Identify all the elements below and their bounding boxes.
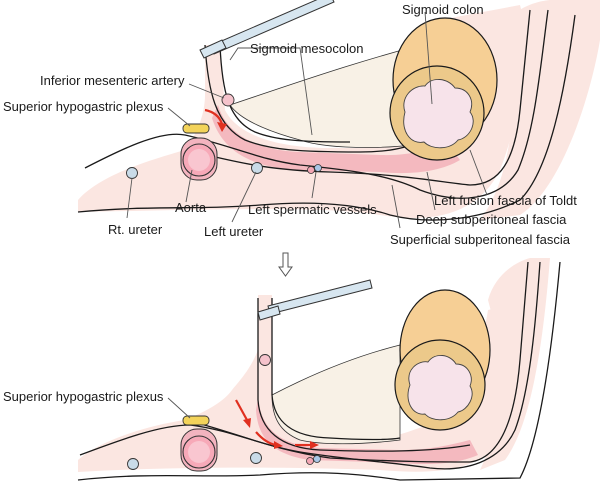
leader-ima bbox=[188, 83, 225, 99]
bottom-leader-shp bbox=[167, 397, 191, 419]
bottom-dissection-arrowhead-3 bbox=[310, 441, 319, 449]
label-sigmoid-mesocolon: Sigmoid mesocolon bbox=[250, 41, 363, 56]
leader-left-ureter bbox=[231, 171, 257, 223]
label-deep-subperitoneal-fascia: Deep subperitoneal fascia bbox=[416, 212, 567, 227]
label-left-ureter: Left ureter bbox=[204, 224, 264, 239]
label-superior-hypogastric-plexus: Superior hypogastric plexus bbox=[3, 99, 164, 114]
top-superior-hypogastric-plexus bbox=[182, 123, 210, 134]
bottom-sigmoid-mesocolon bbox=[271, 344, 401, 445]
bottom-mesentery-line-2 bbox=[271, 298, 401, 441]
transition-down-arrow-icon bbox=[278, 252, 293, 277]
bottom-dissection-arrowhead-2 bbox=[274, 441, 283, 449]
top-panel: Sigmoid colon Sigmoid mesocolon Inferior… bbox=[3, 0, 600, 247]
bottom-inferior-mesenteric-artery bbox=[259, 354, 271, 366]
bottom-panel: Superior hypogastric plexus bbox=[3, 258, 561, 481]
leader-superficial-fascia bbox=[391, 184, 401, 229]
leader-deep-fascia bbox=[426, 171, 436, 211]
top-aorta-lumen bbox=[188, 149, 210, 171]
leader-aorta bbox=[185, 169, 193, 203]
leader-spermatic bbox=[311, 171, 317, 199]
bottom-left-spermatic-artery bbox=[306, 457, 314, 465]
leader-rt-ureter bbox=[126, 177, 133, 219]
top-sigmoid-colon-lumen bbox=[403, 79, 474, 149]
label-aorta: Aorta bbox=[175, 200, 207, 215]
top-inferior-mesenteric-artery bbox=[221, 93, 235, 107]
top-dissection-arrow bbox=[204, 108, 224, 125]
bottom-label-superior-hypogastric-plexus: Superior hypogastric plexus bbox=[3, 389, 164, 404]
bottom-rt-ureter bbox=[127, 458, 139, 470]
bottom-left-ureter bbox=[250, 452, 262, 464]
bottom-dissection-arrowhead-1 bbox=[243, 418, 251, 428]
leader-shp bbox=[167, 107, 191, 127]
label-inferior-mesenteric-artery: Inferior mesenteric artery bbox=[40, 73, 185, 88]
bottom-dissection-arrow-1 bbox=[235, 399, 248, 421]
bottom-retroperitoneum bbox=[78, 295, 516, 472]
label-left-spermatic-vessels: Left spermatic vessels bbox=[248, 202, 377, 217]
top-deep-fascia-line bbox=[184, 9, 531, 186]
top-posterior-wall-line bbox=[77, 14, 576, 221]
top-left-spermatic-vein bbox=[314, 164, 322, 172]
top-abdominal-wall bbox=[480, 0, 600, 220]
top-superficial-fascia-line bbox=[84, 9, 549, 199]
top-rt-ureter bbox=[126, 167, 138, 179]
bottom-abdominal-wall bbox=[480, 258, 550, 470]
bottom-aorta-lumen bbox=[188, 441, 210, 463]
bottom-mesentery-line-1 bbox=[257, 298, 471, 452]
label-left-fusion-fascia: Left fusion fascia of Toldt bbox=[434, 193, 577, 208]
bottom-sigmoid-colon-lumen bbox=[407, 355, 473, 421]
top-left-ureter bbox=[251, 162, 263, 174]
top-mesentery-line-2 bbox=[219, 44, 351, 143]
bottom-left-spermatic-vein bbox=[313, 455, 321, 463]
leader-sigmoid-colon bbox=[424, 11, 433, 105]
leader-sigmoid-mesocolon-b bbox=[278, 47, 313, 136]
bottom-forceps-icon bbox=[257, 279, 373, 321]
label-sigmoid-colon: Sigmoid colon bbox=[402, 2, 484, 17]
leader-sigmoid-mesocolon-a bbox=[229, 47, 278, 61]
top-dissection-arrowhead bbox=[217, 122, 227, 132]
label-superficial-subperitoneal-fascia: Superficial subperitoneal fascia bbox=[390, 232, 571, 247]
top-left-spermatic-artery bbox=[307, 166, 315, 174]
bottom-superior-hypogastric-plexus bbox=[182, 415, 210, 426]
bottom-posterior-wall-line bbox=[77, 261, 561, 481]
label-rt-ureter: Rt. ureter bbox=[108, 222, 163, 237]
leader-toldt bbox=[469, 149, 488, 196]
top-fusion-fascia-band bbox=[212, 105, 460, 174]
top-forceps-icon bbox=[199, 0, 335, 59]
